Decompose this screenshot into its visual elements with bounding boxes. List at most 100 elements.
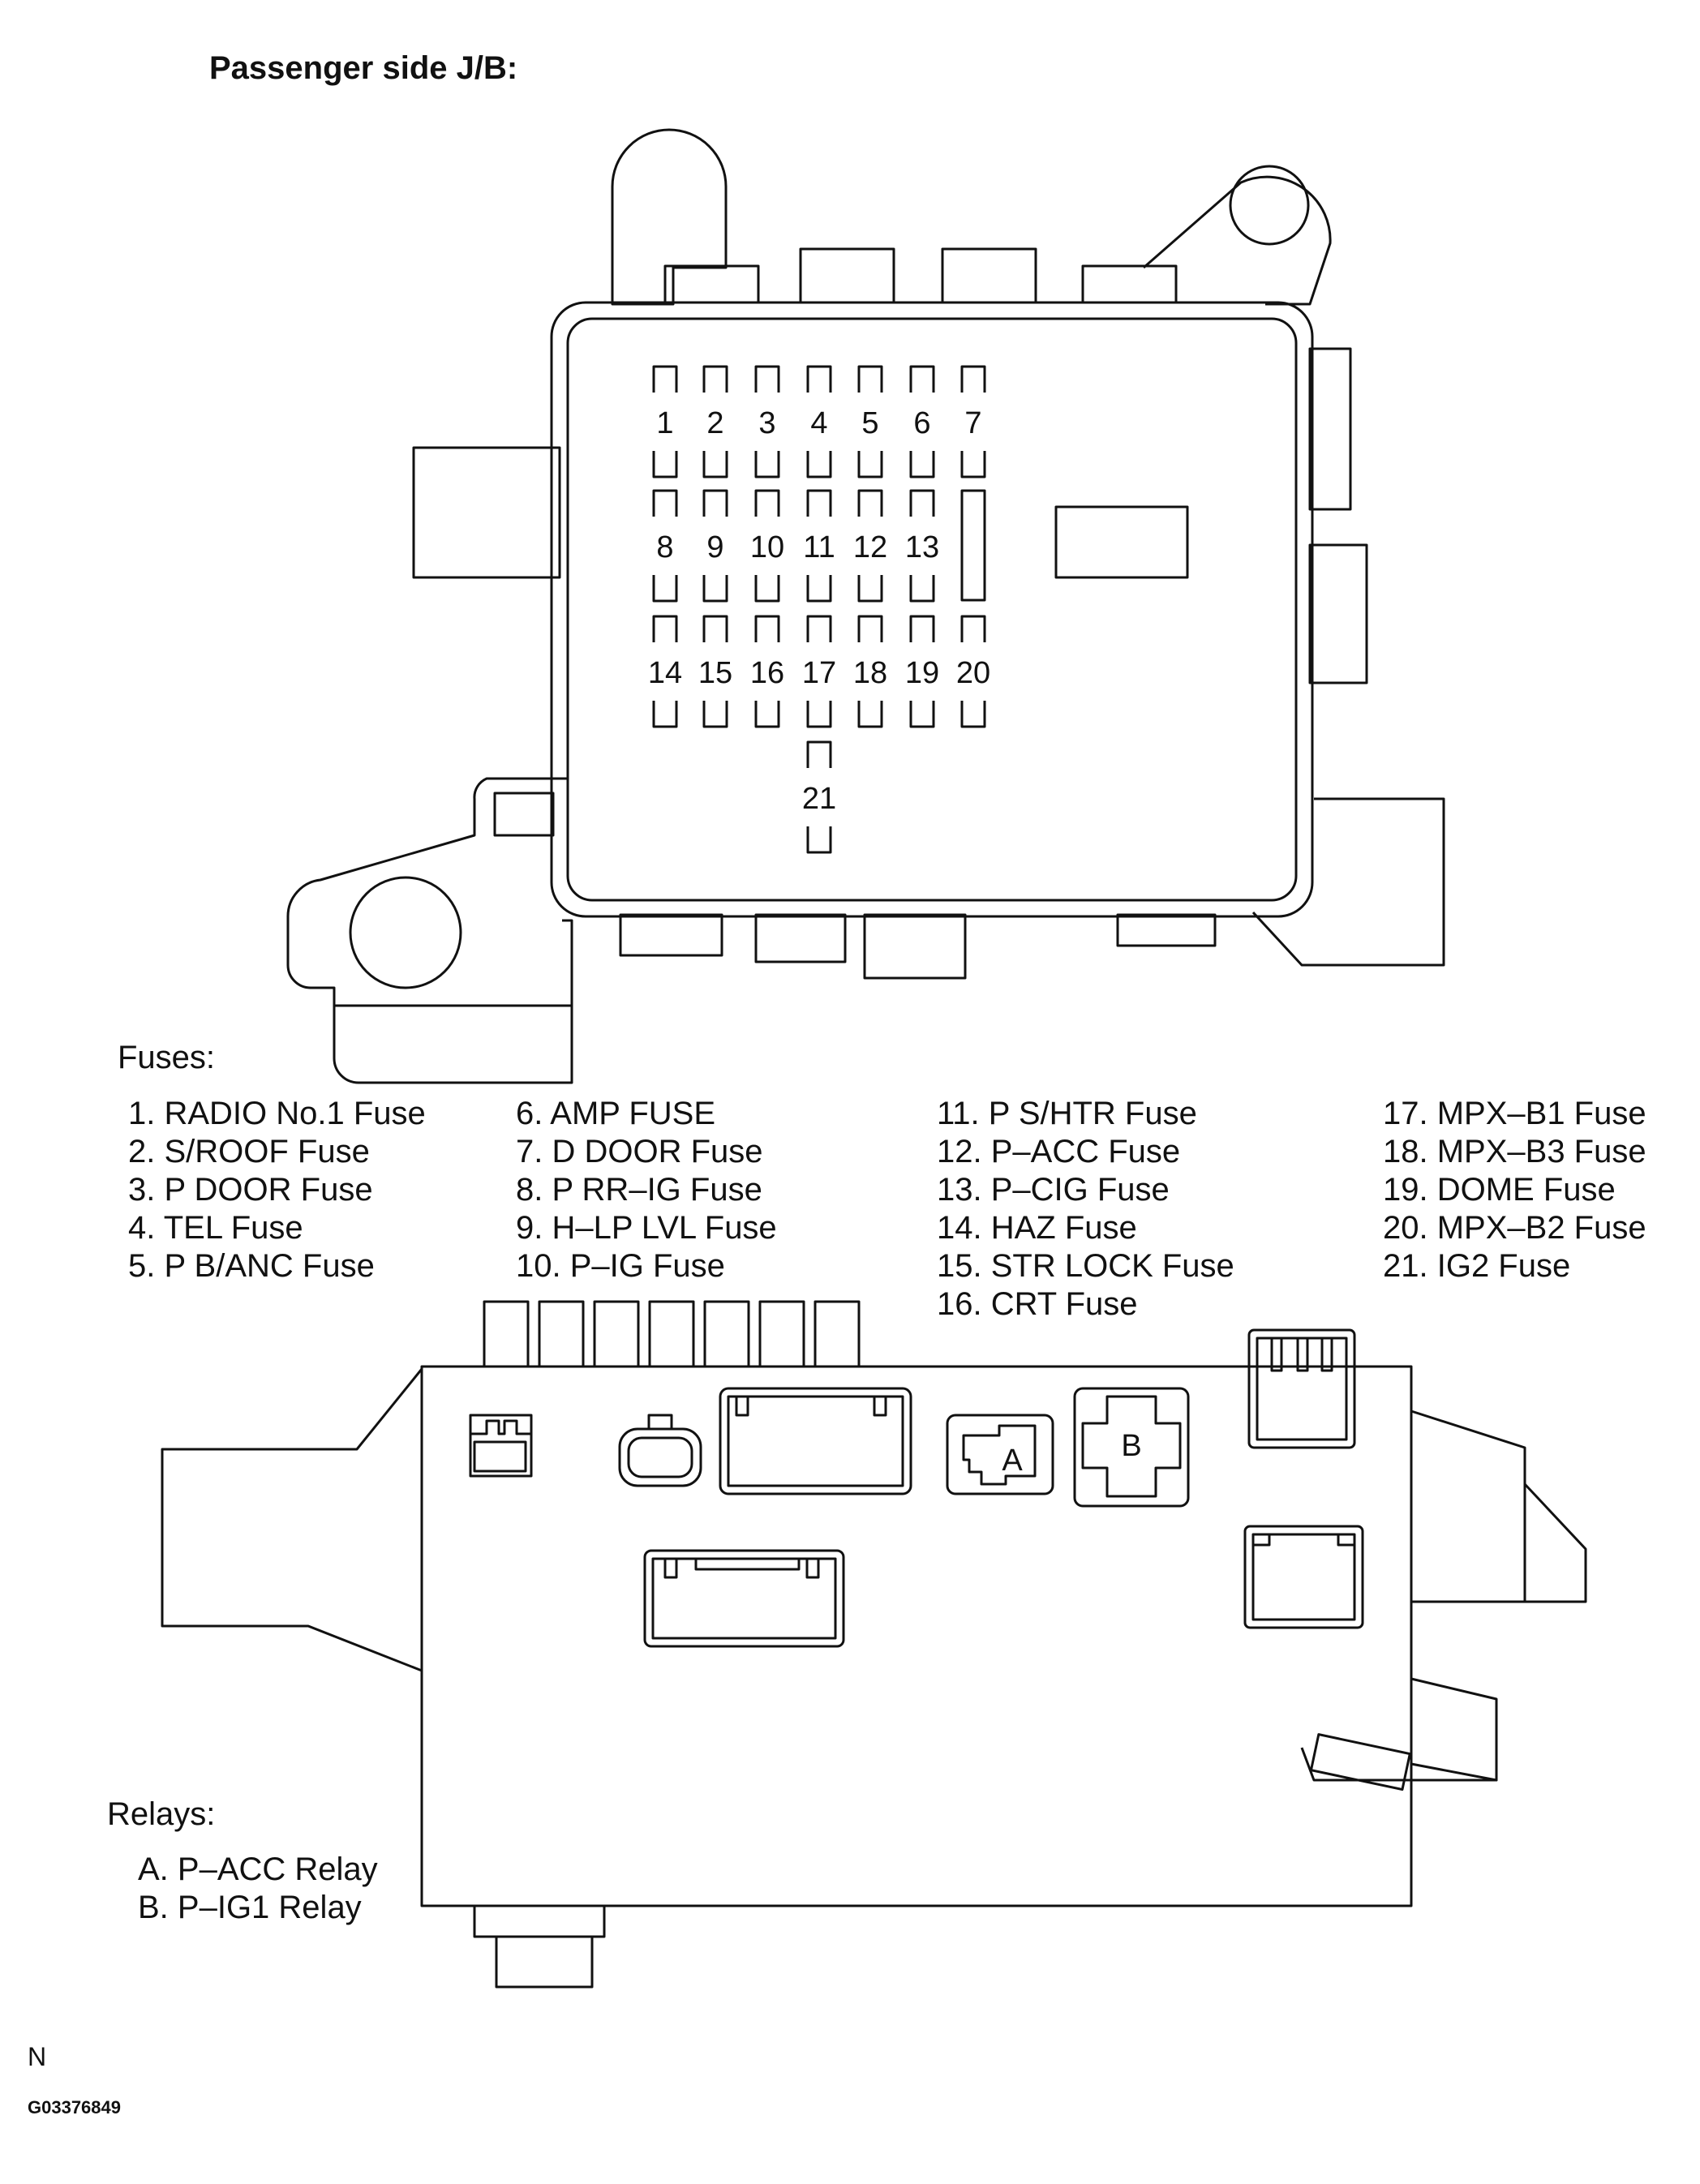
jb-bottom-view: A B: [161, 1300, 1587, 1989]
fuse-list-item: 7. D DOOR Fuse: [516, 1134, 763, 1169]
fuse-list-item: 4. TEL Fuse: [128, 1210, 303, 1246]
top-connector-4: [1081, 264, 1178, 304]
bottom-connector-3: [863, 913, 967, 980]
fuse-slot-number: 14: [648, 656, 682, 690]
top-relay-opening: [1054, 505, 1189, 579]
side-fuse-7: [814, 1300, 861, 1368]
fuse-slot-13: 13: [905, 489, 939, 603]
bottom-connector-1: [619, 913, 723, 957]
fuse-list-col-2: 6. AMP FUSE 7. D DOOR Fuse 8. P RR–IG Fu…: [516, 1095, 777, 1285]
connector-wide-3: [719, 1387, 912, 1495]
fuse-slot-17: 17: [802, 615, 836, 728]
fuse-slot-number: 19: [905, 656, 939, 690]
top-connector-3: [941, 247, 1037, 304]
fuse-list-item: 9. H–LP LVL Fuse: [516, 1210, 777, 1246]
relay-b: B: [1073, 1387, 1190, 1508]
side-fuse-2: [538, 1300, 585, 1368]
figure-letter: N: [28, 2042, 47, 2071]
bottom-right-bracket: [1251, 797, 1445, 967]
relay-list-item: A. P–ACC Relay: [138, 1851, 378, 1887]
fuse-slot-number: 13: [905, 530, 939, 564]
fuse-slot-8: 8: [652, 489, 678, 603]
fuse-slot-number: 11: [803, 530, 835, 564]
fuse-slot-number: 16: [750, 656, 784, 690]
fuse-slot-number: 10: [750, 530, 784, 564]
relay-list-item: B. P–IG1 Relay: [138, 1890, 362, 1925]
connector-lower-right: [1243, 1525, 1364, 1629]
fuse-list-item: 11. P S/HTR Fuse: [937, 1096, 1197, 1131]
fuse-list-item: 6. AMP FUSE: [516, 1096, 716, 1131]
fuse-slot-number: 6: [913, 406, 930, 440]
jb-inner-cover: [566, 317, 1298, 902]
connector-small-1: [469, 1414, 533, 1478]
connector-round-2: [618, 1414, 702, 1487]
fuse-list-item: 3. P DOOR Fuse: [128, 1172, 373, 1208]
fuse-slot-15: 15: [698, 615, 732, 728]
fuse-slot-number: 18: [853, 656, 887, 690]
bottom-left-clip: [493, 792, 555, 837]
fuse-list-col-4: 17. MPX–B1 Fuse 18. MPX–B3 Fuse 19. DOME…: [1383, 1095, 1646, 1285]
fuse-list-item: 16. CRT Fuse: [937, 1286, 1138, 1322]
fuse-slot-number: 1: [656, 406, 673, 440]
right-extension-upper: [1410, 1410, 1526, 1603]
fuse-list-item: 2. S/ROOF Fuse: [128, 1134, 370, 1169]
bottom-left-bracket: [286, 777, 573, 1084]
fuse-slot-number: 9: [706, 530, 723, 564]
side-fuse-4: [648, 1300, 695, 1368]
fuse-slot-21: 21: [802, 740, 836, 854]
bottom-mount-post: [495, 1935, 594, 1989]
bottom-connector-4: [1116, 913, 1217, 947]
jb-outer-body: [550, 301, 1314, 918]
fuse-slot-9: 9: [702, 489, 728, 603]
top-left-mount-tab: [611, 128, 728, 306]
top-connector-1: [663, 264, 760, 304]
right-connector-1: [1308, 347, 1352, 511]
fuse-slot-5: 5: [857, 365, 883, 478]
fuse-list-item: 8. P RR–IG Fuse: [516, 1172, 762, 1208]
fuse-slot-number: 3: [758, 406, 775, 440]
right-extension-lower: [1410, 1677, 1498, 1782]
fuse-list-col-3: 11. P S/HTR Fuse 12. P–ACC Fuse 13. P–CI…: [937, 1095, 1234, 1324]
fuse-list-item: 21. IG2 Fuse: [1383, 1248, 1571, 1284]
side-fuse-1: [483, 1300, 530, 1368]
relay-b-label: B: [1121, 1429, 1141, 1463]
bottom-mount-tab: [473, 1904, 606, 1938]
connector-top-right: [1247, 1328, 1356, 1449]
fuse-slot-6: 6: [909, 365, 935, 478]
right-extension-upper-wing: [1523, 1482, 1587, 1603]
fuse-slot-number: 4: [810, 406, 827, 440]
right-lower-tab: [1309, 1733, 1411, 1791]
right-extension-lower-wing: [1300, 1699, 1498, 1782]
relay-a-label: A: [1002, 1444, 1023, 1478]
side-fuse-6: [758, 1300, 805, 1368]
fuse-list-item: 1. RADIO No.1 Fuse: [128, 1096, 426, 1131]
top-connector-2: [799, 247, 895, 304]
fuse-slot-long: [960, 489, 986, 602]
fuse-list-item: 19. DOME Fuse: [1383, 1172, 1616, 1208]
fuse-slot-number: 17: [802, 656, 836, 690]
diagram-title: Passenger side J/B:: [209, 50, 518, 86]
fuse-slot-1: 1: [652, 365, 678, 478]
relay-a: A: [946, 1414, 1054, 1495]
top-right-mount-hole: [1229, 165, 1310, 246]
left-extension: [161, 1368, 423, 1672]
fuse-list-col-1: 1. RADIO No.1 Fuse 2. S/ROOF Fuse 3. P D…: [128, 1095, 426, 1285]
fuse-slot-4: 4: [806, 365, 832, 478]
relays-heading: Relays:: [107, 1796, 216, 1832]
fuse-slot-number: 20: [956, 656, 990, 690]
fuses-heading: Fuses:: [118, 1040, 216, 1075]
top-right-mount-tab: [1143, 175, 1332, 306]
fuse-list-item: 13. P–CIG Fuse: [937, 1172, 1170, 1208]
fuse-slot-number: 5: [861, 406, 878, 440]
bottom-left-mount-hole: [349, 876, 462, 989]
bottom-connector-2: [754, 913, 847, 963]
fuse-slot-16: 16: [750, 615, 784, 728]
fuse-slot-number: 2: [706, 406, 723, 440]
fuse-list-item: 20. MPX–B2 Fuse: [1383, 1210, 1646, 1246]
fuse-list-item: 15. STR LOCK Fuse: [937, 1248, 1234, 1284]
fuse-slot-number: 12: [853, 530, 887, 564]
fuse-list-item: 14. HAZ Fuse: [937, 1210, 1137, 1246]
